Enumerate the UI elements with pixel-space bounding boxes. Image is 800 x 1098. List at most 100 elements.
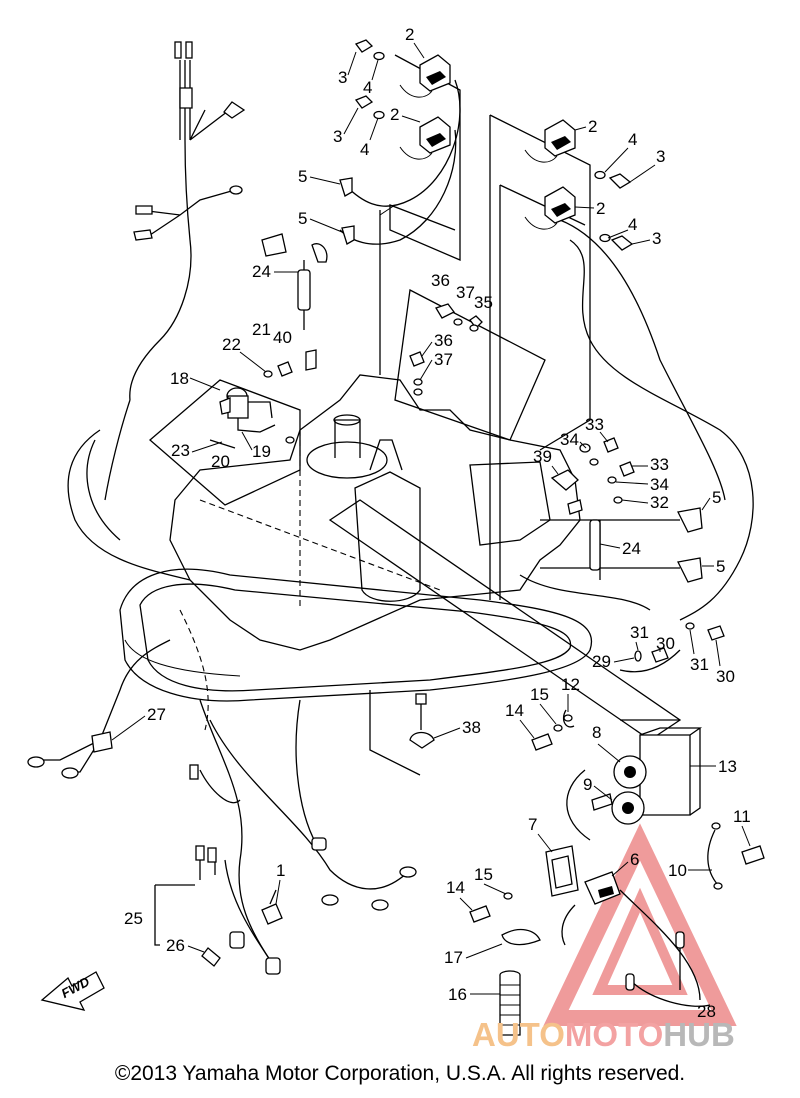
switch-1: [261, 889, 283, 925]
callout-2: 2: [390, 105, 399, 124]
callout-19: 19: [252, 442, 271, 461]
callout-40: 40: [273, 328, 292, 347]
callout-7: 7: [528, 815, 537, 834]
callout-5: 5: [298, 209, 307, 228]
callout-28: 28: [697, 1002, 716, 1021]
callout-12: 12: [561, 675, 580, 694]
callout-37: 37: [456, 283, 475, 302]
callout-14: 14: [446, 878, 465, 897]
starter-relay: [209, 387, 295, 449]
callout-3: 3: [652, 229, 661, 248]
callout-34: 34: [560, 430, 579, 449]
callout-4: 4: [363, 78, 372, 97]
protector-sleeve: [499, 970, 521, 1036]
callout-31: 31: [630, 623, 649, 642]
screw: [263, 349, 317, 378]
callout-34: 34: [650, 475, 669, 494]
connector-plug: [133, 41, 246, 241]
callout-21: 21: [252, 320, 271, 339]
grommet: [261, 233, 287, 257]
callout-8: 8: [592, 723, 601, 742]
callout-33: 33: [650, 455, 669, 474]
callout-25: 25: [124, 909, 143, 928]
fuse-holder: [589, 519, 601, 571]
callout-11: 11: [733, 807, 751, 826]
callout-37: 37: [434, 350, 453, 369]
callout-5: 5: [298, 167, 307, 186]
callout-6: 6: [630, 850, 639, 869]
watermark-triangle: [543, 823, 737, 1026]
watermark-brand: AUTOMOTOHUB: [472, 1016, 735, 1053]
watermark-auto: AUTO: [472, 1016, 565, 1053]
svg-text:AUTOMOTOHUB: AUTOMOTOHUB: [472, 1016, 735, 1053]
assembly-lines: [149, 54, 682, 776]
callout-9: 9: [583, 775, 592, 794]
diode-lead: [625, 931, 685, 991]
callout-2: 2: [588, 117, 597, 136]
parts: [27, 39, 765, 1036]
fuse-holder: [297, 243, 328, 330]
spark-plug-cap: [339, 177, 703, 583]
callout-18: 18: [170, 369, 189, 388]
callout-36: 36: [431, 271, 450, 290]
callout-4: 4: [360, 140, 369, 159]
ignition-coil: [399, 54, 451, 98]
callout-24: 24: [622, 539, 641, 558]
callout-39: 39: [533, 447, 552, 466]
callout-5: 5: [712, 488, 721, 507]
callout-14: 14: [505, 701, 524, 720]
lead-10-11: [711, 822, 765, 890]
clip-12: [562, 709, 575, 728]
callout-30: 30: [656, 634, 675, 653]
callout-32: 32: [650, 493, 669, 512]
callout-13: 13: [718, 757, 737, 776]
connectors-25-26: [154, 764, 417, 975]
callout-15: 15: [474, 865, 493, 884]
connector-9: [591, 793, 613, 811]
callout-17: 17: [444, 948, 463, 967]
callout-16: 16: [448, 985, 467, 1004]
callout-15: 15: [530, 685, 549, 704]
callout-30: 30: [716, 667, 735, 686]
bolt-14: [469, 714, 573, 923]
ignition-coil: [399, 116, 451, 160]
callout-labels: 2 3 4 2 3 4 2 4 3 2 4 3 5 5 24 36 37 35 …: [111, 25, 751, 1021]
callout-24: 24: [252, 262, 271, 281]
callout-3: 3: [656, 147, 665, 166]
diode: [584, 871, 621, 905]
bracket: [409, 693, 435, 749]
callout-2: 2: [405, 25, 414, 44]
callout-2: 2: [596, 199, 605, 218]
callout-20: 20: [211, 452, 230, 471]
callout-1: 1: [276, 861, 285, 880]
plastic-band: [501, 928, 541, 946]
callout-5: 5: [716, 557, 725, 576]
callout-4: 4: [628, 215, 637, 234]
callout-4: 4: [628, 130, 637, 149]
cowling-outline: [119, 374, 593, 731]
callout-38: 38: [462, 718, 481, 737]
clamp-screws: [634, 622, 725, 663]
callout-35: 35: [474, 293, 493, 312]
callout-36: 36: [434, 331, 453, 350]
cdi-unit: [611, 727, 703, 825]
pulser-coil: [550, 437, 635, 515]
ignition-coil: [524, 186, 576, 230]
washer: [373, 51, 611, 243]
ignition-coil: [524, 119, 576, 163]
callout-29: 29: [592, 652, 611, 671]
callout-27: 27: [147, 705, 166, 724]
callout-10: 10: [668, 861, 687, 880]
callout-22: 22: [222, 335, 241, 354]
callout-31: 31: [690, 655, 709, 674]
watermark-hub: HUB: [663, 1016, 735, 1053]
callout-33: 33: [585, 415, 604, 434]
ground-lead: [27, 731, 113, 779]
bolt: [354, 39, 634, 329]
watermark-moto: MOTO: [565, 1016, 663, 1053]
callout-3: 3: [333, 127, 342, 146]
callout-3: 3: [338, 68, 347, 87]
rubber-boot: [545, 845, 579, 897]
callout-23: 23: [171, 441, 190, 460]
